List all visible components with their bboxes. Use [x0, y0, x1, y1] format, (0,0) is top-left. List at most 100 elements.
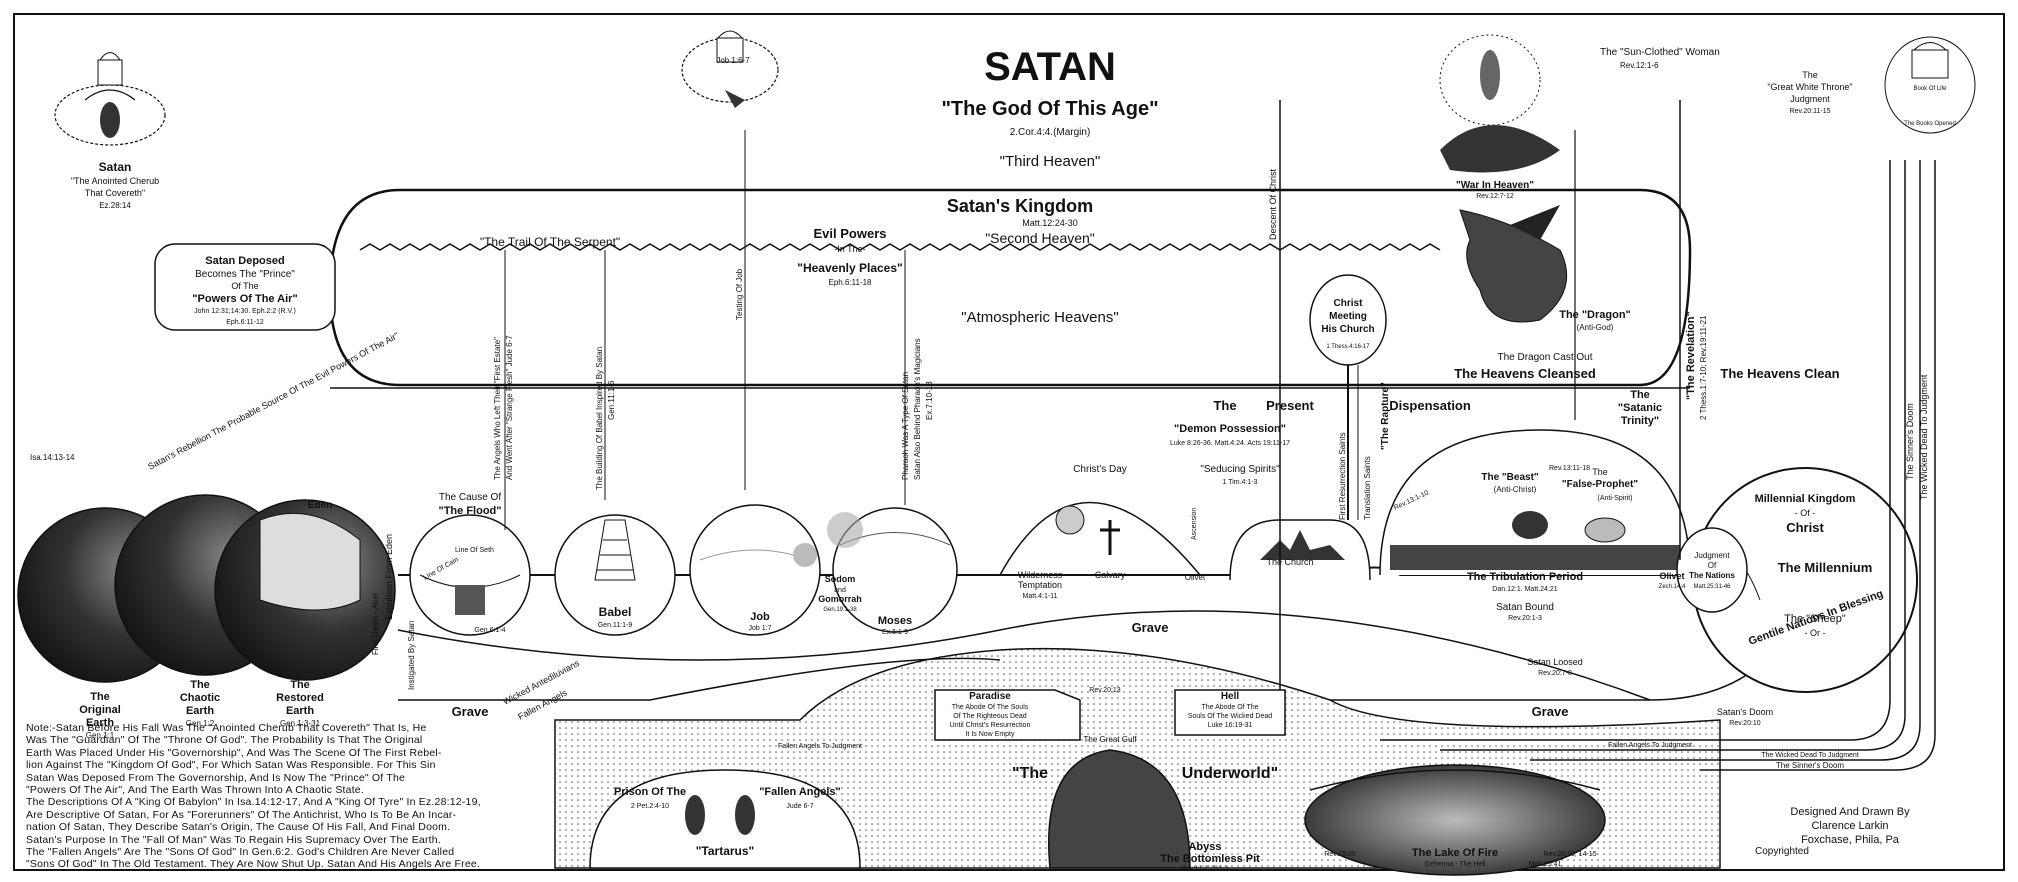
lake-fire-ref3: Matt.25:41: [1528, 861, 1561, 868]
evil-powers-l1: Evil Powers: [814, 226, 887, 241]
beast-sub: (Anti-Christ): [1494, 485, 1537, 494]
kingdom-ref: Matt.12:24-30: [1022, 218, 1078, 228]
dispensation-l3: Dispensation: [1389, 398, 1471, 413]
strange-flesh-label: And Went After "Strange Flesh" Jude 6-7: [505, 335, 514, 480]
babel-ref: Gen.11:1-9: [598, 622, 633, 629]
dispensation-l1: The: [1213, 398, 1236, 413]
hell-box: [1174, 689, 1286, 736]
abyss-l2: The Bottomless Pit: [1160, 853, 1260, 865]
church-label: The Church: [1266, 557, 1313, 567]
wicked-dead-horiz: The Wicked Dead To Judgment: [1761, 752, 1859, 759]
hell-l4: Luke 16:19-31: [1208, 722, 1253, 729]
job-top-figure: [681, 30, 779, 108]
pharaoh-label: Pharaoh Was A Type Of Satan: [901, 372, 910, 480]
lake-of-fire: [1304, 764, 1606, 876]
seducing-spirits: "Seducing Spirits": [1200, 464, 1280, 475]
books-opened: The Books Opened: [1904, 121, 1956, 127]
satan-bound-ref: Rev.20:1-3: [1508, 615, 1542, 622]
job-ref: Job 1:7: [749, 625, 772, 632]
christ-meeting-ref: 1 Thess.4:16-17: [1326, 344, 1370, 350]
expulsion-label: Expulsion From Eden: [384, 534, 394, 620]
fallen-judgment-left: Fallen Angels To Judgment: [778, 743, 862, 750]
footnote: Note:-Satan Before His Fall Was The "Ano…: [26, 722, 556, 871]
trinity-l3: Trinity": [1621, 415, 1659, 427]
moses-ref: Ex.5:1-9: [882, 629, 908, 636]
sodom-l1: Sodom: [825, 574, 856, 584]
original-earth-l1: The: [90, 691, 110, 703]
babel-inspired-ref: Gen.11:1-6: [607, 380, 616, 420]
millennial-l5: The "Sheep": [1784, 613, 1846, 625]
war-heaven-label: "War In Heaven": [1456, 180, 1534, 191]
revelation-label: "The Revelation": [1685, 311, 1697, 400]
lake-fire-l2: Gehenna - The Hell: [1425, 861, 1486, 868]
rapture-label: "The Rapture": [1380, 382, 1391, 450]
subtitle: "The God Of This Age": [941, 98, 1158, 120]
first-res-label: First Resurrection Saints: [1338, 432, 1347, 520]
white-throne-l2: "Great White Throne": [1767, 82, 1852, 92]
note-line: nation Of Satan, They Describe Satan's O…: [26, 821, 451, 834]
chaotic-earth-ref: Gen.1:2: [186, 719, 215, 728]
flood-cain: Line Of Cain: [423, 556, 460, 582]
white-throne-l1: The: [1802, 70, 1818, 80]
babel-name: Babel: [599, 605, 632, 619]
deposed-l6: Eph.6:11-12: [226, 319, 264, 326]
false-prophet-l2: "False-Prophet": [1562, 479, 1638, 490]
note-line: Are Descriptive Of Satan, For As "Foreru…: [26, 808, 457, 821]
abyss-ref: Rev.9:1-2; 20:1-3: [1182, 866, 1229, 872]
eden-label: Eden: [308, 500, 332, 511]
tartarus-l3: "Tartarus": [696, 844, 755, 858]
job-top-ref: Job 1:6-7: [716, 56, 750, 65]
satans-doom-ref: Rev.20:10: [1729, 720, 1760, 727]
note-line: The "Fallen Angels" Are The "Sons Of God…: [26, 846, 455, 859]
satan-loosed-ref: Rev.20:7-8: [1538, 670, 1572, 677]
millennial-l2: - Of -: [1795, 508, 1816, 518]
judgment-l1: Judgment: [1694, 551, 1730, 560]
war-heaven-ref: Rev.12:7-12: [1476, 193, 1514, 200]
sodom-l3: Gomorrah: [818, 594, 862, 604]
white-throne-figure: [1884, 36, 1976, 134]
restored-earth-l2: Restored: [276, 692, 324, 704]
note-line: Was The "Guardian" Of The "Throne Of God…: [26, 734, 423, 747]
translation-label: Translation Saints: [1363, 456, 1372, 520]
note-line: "Powers Of The Air", And The Earth Was T…: [26, 784, 364, 797]
subtitle-ref: 2.Cor.4:4.(Margin): [1010, 127, 1091, 138]
beast-label: The "Beast": [1481, 472, 1539, 483]
note-line: The Descriptions Of A "King Of Babylon" …: [26, 796, 481, 809]
eden-scene: [259, 512, 361, 611]
hell-l1: Hell: [1221, 691, 1240, 702]
note-line: "Sons Of God" In The Old Testament. They…: [26, 858, 481, 871]
paradise-box: [934, 689, 1081, 741]
rebellion-label: Satan's Rebellion The Probable Source Of…: [146, 330, 400, 471]
moses-name: Moses: [878, 615, 912, 627]
flood-l2: "The Flood": [439, 505, 502, 517]
page-title: SATAN: [984, 45, 1116, 89]
demon-ref: Luke 8:26-36. Matt.4:24. Acts 19:11-17: [1170, 440, 1290, 447]
isa-ref: Isa.14:13-14: [30, 453, 75, 462]
restored-earth-ref: Gen.1:3-31: [280, 719, 321, 728]
hell-l2: The Abode Of The: [1201, 704, 1258, 711]
grave-center: Grave: [1132, 620, 1169, 635]
dragon-label: The "Dragon": [1559, 309, 1631, 321]
white-throne-l3: Judgment: [1790, 94, 1830, 104]
heavens-clean-label: The Heavens Clean: [1720, 366, 1839, 381]
trinity-l1: The: [1630, 389, 1650, 401]
credits-l2: Clarence Larkin: [1811, 820, 1889, 832]
note-line: Note:-Satan Before His Fall Was The "Ano…: [26, 722, 427, 734]
underworld-l1: "The: [1012, 765, 1048, 782]
wilderness-ref: Matt.4:1-11: [1023, 593, 1058, 600]
fallen-judgment-right: Fallen Angels To Judgment: [1608, 742, 1692, 749]
tribulation-label: The Tribulation Period: [1467, 571, 1583, 583]
great-gulf-label: The Great Gulf: [1084, 735, 1138, 744]
satan-name: Satan: [99, 160, 132, 174]
second-heaven-label: "Second Heaven": [985, 230, 1095, 246]
pharaoh-ref: Ex.7:10-13: [925, 381, 934, 420]
angels-left-label: The Angels Who Left Their "First Estate": [493, 337, 502, 480]
note-line: Earth Was Placed Under His "Governorship…: [26, 746, 442, 759]
sun-woman-label: The "Sun-Clothed" Woman: [1600, 47, 1720, 58]
judgment-ref: Matt.25:31-46: [1693, 584, 1731, 590]
deposed-l5: John 12:31;14:30. Eph.2:2 (R.V.): [194, 308, 296, 315]
satan-desc1: "The Anointed Cherub: [71, 176, 159, 186]
millennial-l6: - Or -: [1805, 628, 1826, 638]
tartarus-l2: "Fallen Angels": [759, 786, 841, 798]
